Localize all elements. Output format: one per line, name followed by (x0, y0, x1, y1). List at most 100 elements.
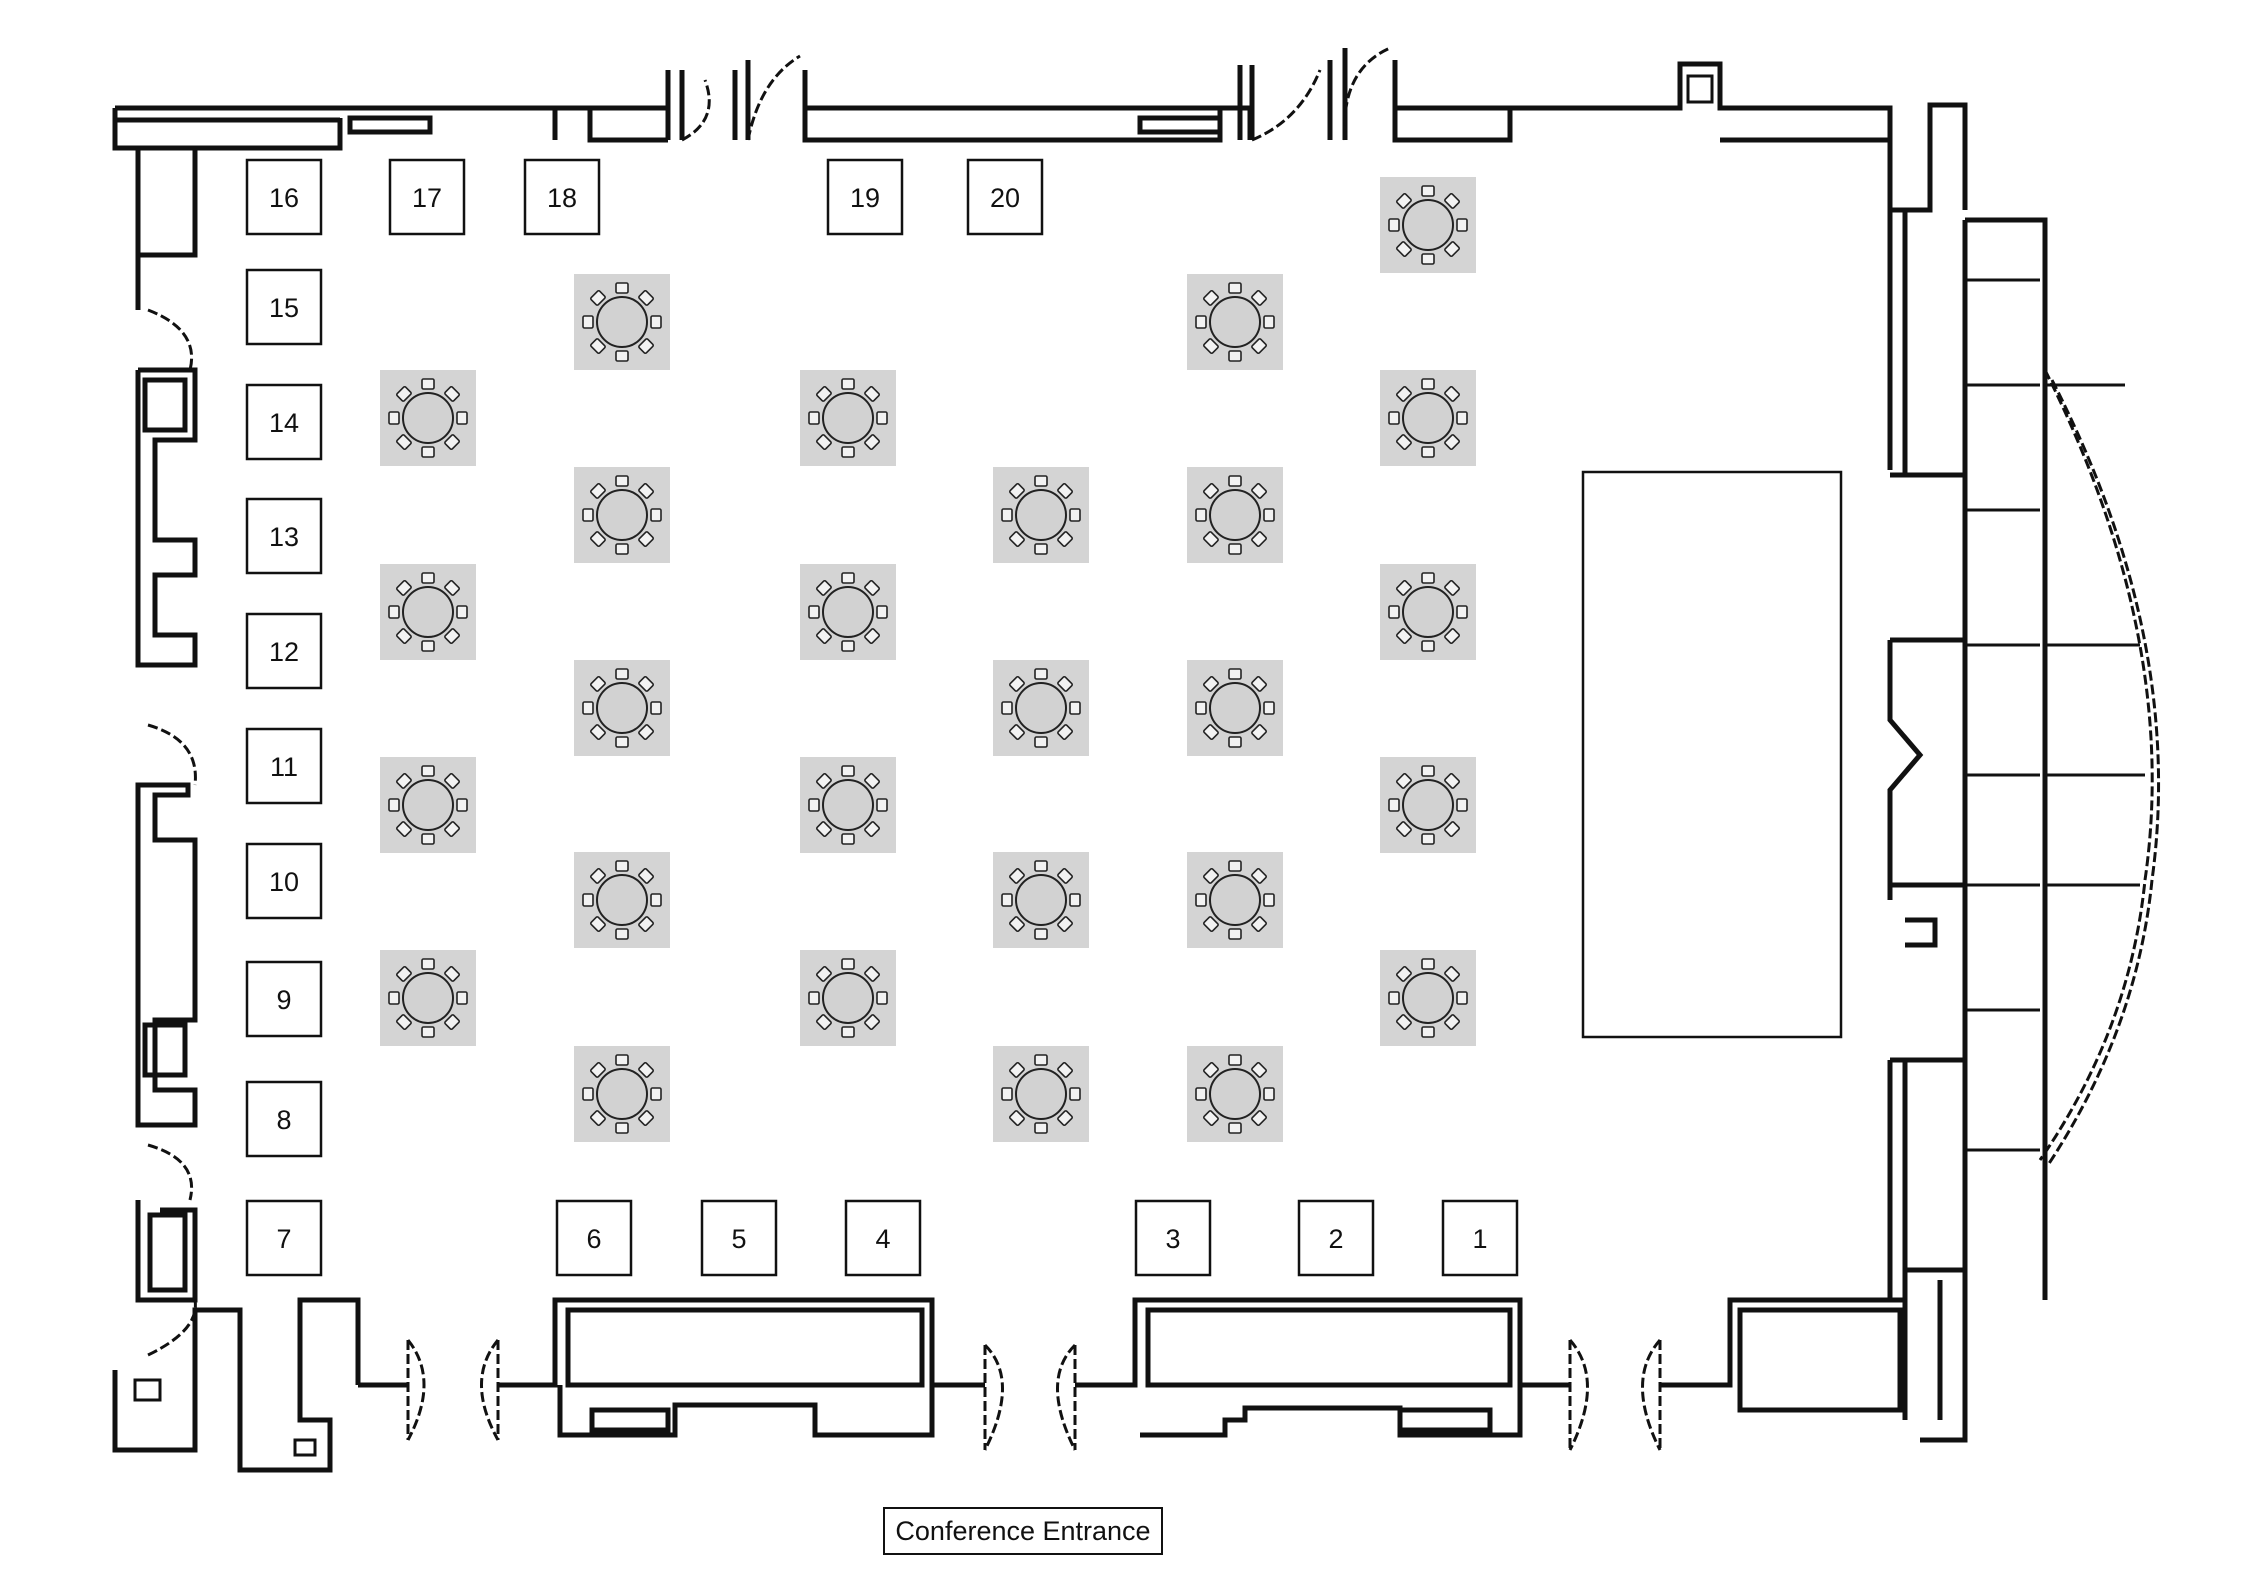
chair (1444, 966, 1460, 982)
booth-box[interactable] (245, 268, 323, 346)
booth-11[interactable]: 11 (245, 727, 323, 805)
round-table-4[interactable] (380, 370, 476, 466)
chair (1444, 773, 1460, 789)
booth-6[interactable]: 6 (555, 1199, 633, 1277)
chair (650, 508, 662, 522)
round-table-3[interactable] (1187, 274, 1283, 370)
chair (1009, 531, 1025, 547)
booth-number: 14 (269, 408, 299, 438)
round-table-8[interactable] (993, 467, 1089, 563)
booth-9[interactable]: 9 (245, 960, 323, 1038)
chair (808, 411, 820, 425)
booth-7[interactable]: 7 (245, 1199, 323, 1277)
booth-box[interactable] (523, 158, 601, 236)
round-table-5[interactable] (800, 370, 896, 466)
booth-box[interactable] (245, 497, 323, 575)
booth-5[interactable]: 5 (700, 1199, 778, 1277)
chair (590, 1062, 606, 1078)
conference-entrance-label[interactable]: Conference Entrance (883, 1507, 1163, 1555)
round-table-26[interactable] (993, 1046, 1089, 1142)
booth-box[interactable] (555, 1199, 633, 1277)
chair (1396, 966, 1412, 982)
booth-14[interactable]: 14 (245, 383, 323, 461)
round-table-6[interactable] (1380, 370, 1476, 466)
booth-19[interactable]: 19 (826, 158, 904, 236)
booth-1[interactable]: 1 (1441, 1199, 1519, 1277)
booth-box[interactable] (966, 158, 1044, 236)
booth-box[interactable] (844, 1199, 922, 1277)
round-table-22[interactable] (380, 950, 476, 1046)
chair (590, 1110, 606, 1126)
booth-box[interactable] (1441, 1199, 1519, 1277)
table-top (1402, 586, 1454, 638)
chair (1396, 241, 1412, 257)
round-table-12[interactable] (1380, 564, 1476, 660)
booth-box[interactable] (826, 158, 904, 236)
booth-15[interactable]: 15 (245, 268, 323, 346)
booth-10[interactable]: 10 (245, 842, 323, 920)
chair (1034, 736, 1048, 748)
booth-box[interactable] (700, 1199, 778, 1277)
round-table-23[interactable] (800, 950, 896, 1046)
round-table-7[interactable] (574, 467, 670, 563)
chair (444, 821, 460, 837)
chair (1263, 701, 1275, 715)
round-table-2[interactable] (574, 274, 670, 370)
chair (808, 605, 820, 619)
round-table-14[interactable] (993, 660, 1089, 756)
booth-4[interactable]: 4 (844, 1199, 922, 1277)
round-table-21[interactable] (1187, 852, 1283, 948)
chair (456, 991, 468, 1005)
round-table-19[interactable] (574, 852, 670, 948)
round-table-10[interactable] (380, 564, 476, 660)
booth-box[interactable] (245, 383, 323, 461)
booth-box[interactable] (245, 1199, 323, 1277)
chair (864, 434, 880, 450)
stage-platform (1581, 470, 1843, 1039)
chair (650, 701, 662, 715)
chair (816, 1014, 832, 1030)
round-table-9[interactable] (1187, 467, 1283, 563)
booth-3[interactable]: 3 (1134, 1199, 1212, 1277)
chair (864, 580, 880, 596)
booth-box[interactable] (245, 842, 323, 920)
round-table-17[interactable] (800, 757, 896, 853)
round-table-15[interactable] (1187, 660, 1283, 756)
round-table-27[interactable] (1187, 1046, 1283, 1142)
booth-8[interactable]: 8 (245, 1080, 323, 1158)
round-table-25[interactable] (574, 1046, 670, 1142)
booth-12[interactable]: 12 (245, 612, 323, 690)
round-table-11[interactable] (800, 564, 896, 660)
chair (1251, 531, 1267, 547)
booth-box[interactable] (1134, 1199, 1212, 1277)
chair (396, 773, 412, 789)
round-table-18[interactable] (1380, 757, 1476, 853)
booth-18[interactable]: 18 (523, 158, 601, 236)
chair (1251, 290, 1267, 306)
booth-13[interactable]: 13 (245, 497, 323, 575)
chair (421, 378, 435, 390)
booth-20[interactable]: 20 (966, 158, 1044, 236)
booth-box[interactable] (245, 727, 323, 805)
round-table-13[interactable] (574, 660, 670, 756)
booth-box[interactable] (245, 960, 323, 1038)
booth-2[interactable]: 2 (1297, 1199, 1375, 1277)
chair (1203, 531, 1219, 547)
round-table-20[interactable] (993, 852, 1089, 948)
round-table-16[interactable] (380, 757, 476, 853)
booth-16[interactable]: 16 (245, 158, 323, 236)
chair (1444, 241, 1460, 257)
booth-box[interactable] (245, 1080, 323, 1158)
chair (615, 475, 629, 487)
booth-number: 15 (269, 293, 299, 323)
round-table-1[interactable] (1380, 177, 1476, 273)
booth-17[interactable]: 17 (388, 158, 466, 236)
round-table-24[interactable] (1380, 950, 1476, 1046)
chair (590, 338, 606, 354)
booth-box[interactable] (388, 158, 466, 236)
booth-box[interactable] (245, 612, 323, 690)
booth-number: 5 (731, 1224, 746, 1254)
booth-box[interactable] (245, 158, 323, 236)
chair (456, 798, 468, 812)
booth-box[interactable] (1297, 1199, 1375, 1277)
